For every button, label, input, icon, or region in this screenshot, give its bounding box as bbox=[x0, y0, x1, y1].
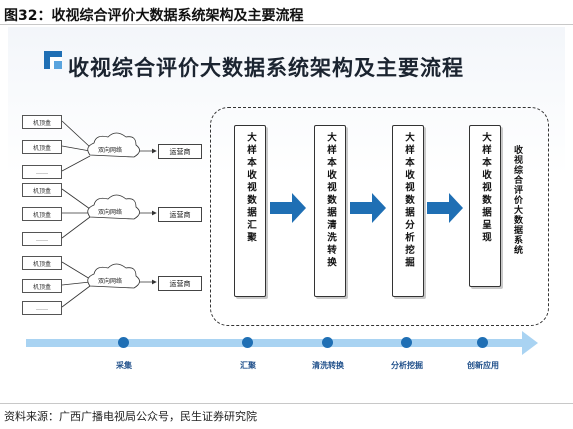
network-label: 双向网络 bbox=[98, 147, 123, 154]
operator-box: 运营商 bbox=[158, 144, 202, 159]
device-more: …… bbox=[22, 165, 62, 179]
stage-analysis: 大样本收视数据分析挖掘 bbox=[392, 125, 424, 297]
bottom-divider bbox=[0, 403, 573, 404]
group-1-links bbox=[61, 120, 157, 172]
timeline-dot bbox=[322, 337, 333, 348]
logo-square-core bbox=[54, 61, 62, 69]
timeline-label: 汇聚 bbox=[240, 361, 256, 370]
arrow-right-icon bbox=[350, 193, 386, 223]
cloud-icon bbox=[87, 194, 140, 220]
timeline-label: 创新应用 bbox=[467, 361, 499, 370]
source-note: 资料来源：广西广播电视局公众号，民生证券研究院 bbox=[4, 410, 257, 423]
timeline-dot bbox=[242, 337, 253, 348]
group-3-links bbox=[61, 261, 157, 308]
timeline-band bbox=[26, 331, 538, 355]
timeline-label: 清洗转换 bbox=[312, 361, 344, 370]
timeline-label: 分析挖掘 bbox=[391, 361, 423, 370]
set-top-box: 机顶盒 bbox=[22, 183, 62, 197]
arrow-right-icon bbox=[270, 193, 306, 223]
group-2-links bbox=[61, 188, 157, 239]
network-label: 双向网络 bbox=[98, 209, 123, 216]
network-label: 双向网络 bbox=[98, 278, 123, 285]
set-top-box: 机顶盒 bbox=[22, 207, 62, 221]
device-more: …… bbox=[22, 301, 62, 315]
set-top-box: 机顶盒 bbox=[22, 115, 62, 129]
device-more: …… bbox=[22, 232, 62, 246]
set-top-box: 机顶盒 bbox=[22, 140, 62, 154]
cloud-icon bbox=[87, 263, 140, 289]
operator-box: 运营商 bbox=[158, 276, 202, 291]
stage-cleaning: 大样本收视数据清洗转换 bbox=[314, 125, 346, 297]
diagram-title: 收视综合评价大数据系统架构及主要流程 bbox=[68, 56, 464, 80]
connector-layer bbox=[26, 120, 538, 355]
timeline-label: 采集 bbox=[116, 361, 132, 370]
arrow-right-icon bbox=[427, 193, 463, 223]
timeline-dot bbox=[477, 337, 488, 348]
operator-box: 运营商 bbox=[158, 207, 202, 222]
timeline-dot bbox=[118, 337, 129, 348]
set-top-box: 机顶盒 bbox=[22, 256, 62, 270]
system-boundary bbox=[210, 107, 549, 326]
top-divider bbox=[0, 24, 573, 25]
set-top-box: 机顶盒 bbox=[22, 279, 62, 293]
diagram-frame: 收视综合评价大数据系统架构及主要流程 bbox=[8, 27, 565, 397]
figure-title: 图32：收视综合评价大数据系统架构及主要流程 bbox=[4, 8, 304, 24]
stage-presentation: 大样本收视数据呈现 bbox=[469, 125, 501, 287]
stage-aggregation: 大样本收视数据汇聚 bbox=[234, 125, 266, 297]
system-side-label: 收视综合评价大数据系统 bbox=[512, 145, 522, 255]
cloud-icon bbox=[87, 132, 140, 158]
timeline-dot bbox=[401, 337, 412, 348]
